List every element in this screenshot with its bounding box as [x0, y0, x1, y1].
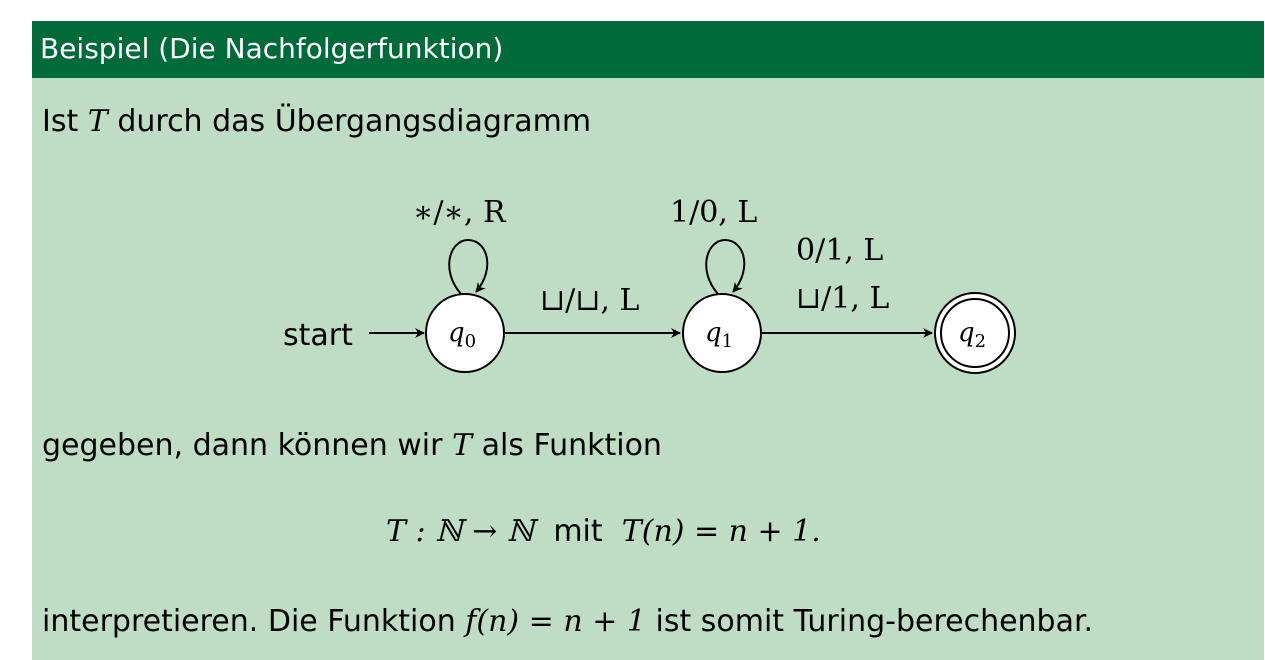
- formula-line: T : ℕ → ℕ mit T(n) = n + 1.: [386, 514, 821, 549]
- formula-left: T : ℕ → ℕ: [386, 514, 535, 549]
- state-q0: q0: [425, 293, 505, 373]
- middle-suffix: als Funktion: [472, 428, 662, 463]
- state-q2-label: q2: [958, 318, 986, 352]
- middle-prefix: gegeben, dann können wir: [42, 428, 453, 463]
- conclusion-formula: f(n) = n + 1: [465, 604, 646, 639]
- conclusion-line: interpretieren. Die Funktion f(n) = n + …: [42, 604, 1093, 639]
- state-q1: q1: [682, 293, 762, 373]
- block-title: Beispiel (Die Nachfolgerfunktion): [40, 32, 504, 65]
- conclusion-suffix: ist somit Turing-berechenbar.: [645, 604, 1094, 639]
- label-q0-q0: ∗/∗, R: [413, 195, 507, 230]
- intro-suffix: durch das Übergangsdiagramm: [107, 104, 592, 139]
- middle-line: gegeben, dann können wir T als Funktion: [42, 428, 662, 463]
- label-q0-q1: ⊔/⊔, L: [540, 283, 639, 318]
- formula-right: T(n) = n + 1.: [621, 514, 821, 549]
- label-q1-q2-a: 0/1, L: [796, 233, 883, 268]
- state-q2: q2: [934, 292, 1016, 374]
- intro-line: Ist T durch das Übergangsdiagramm: [42, 104, 591, 139]
- label-q1-q2-b: ⊔/1, L: [796, 281, 889, 316]
- label-q1-q1: 1/0, L: [670, 195, 757, 230]
- formula-mid: mit: [553, 514, 603, 549]
- example-block: Beispiel (Die Nachfolgerfunktion): [32, 21, 1264, 660]
- conclusion-prefix: interpretieren. Die Funktion: [42, 604, 466, 639]
- state-q0-label: q0: [448, 318, 476, 352]
- middle-var: T: [452, 428, 473, 463]
- loop-q0: [448, 238, 489, 295]
- intro-var: T: [87, 104, 108, 139]
- intro-prefix: Ist: [42, 104, 88, 139]
- state-q1-label: q1: [705, 318, 733, 352]
- start-label: start: [283, 318, 353, 353]
- block-header: Beispiel (Die Nachfolgerfunktion): [32, 21, 1264, 78]
- loop-q1: [705, 238, 746, 295]
